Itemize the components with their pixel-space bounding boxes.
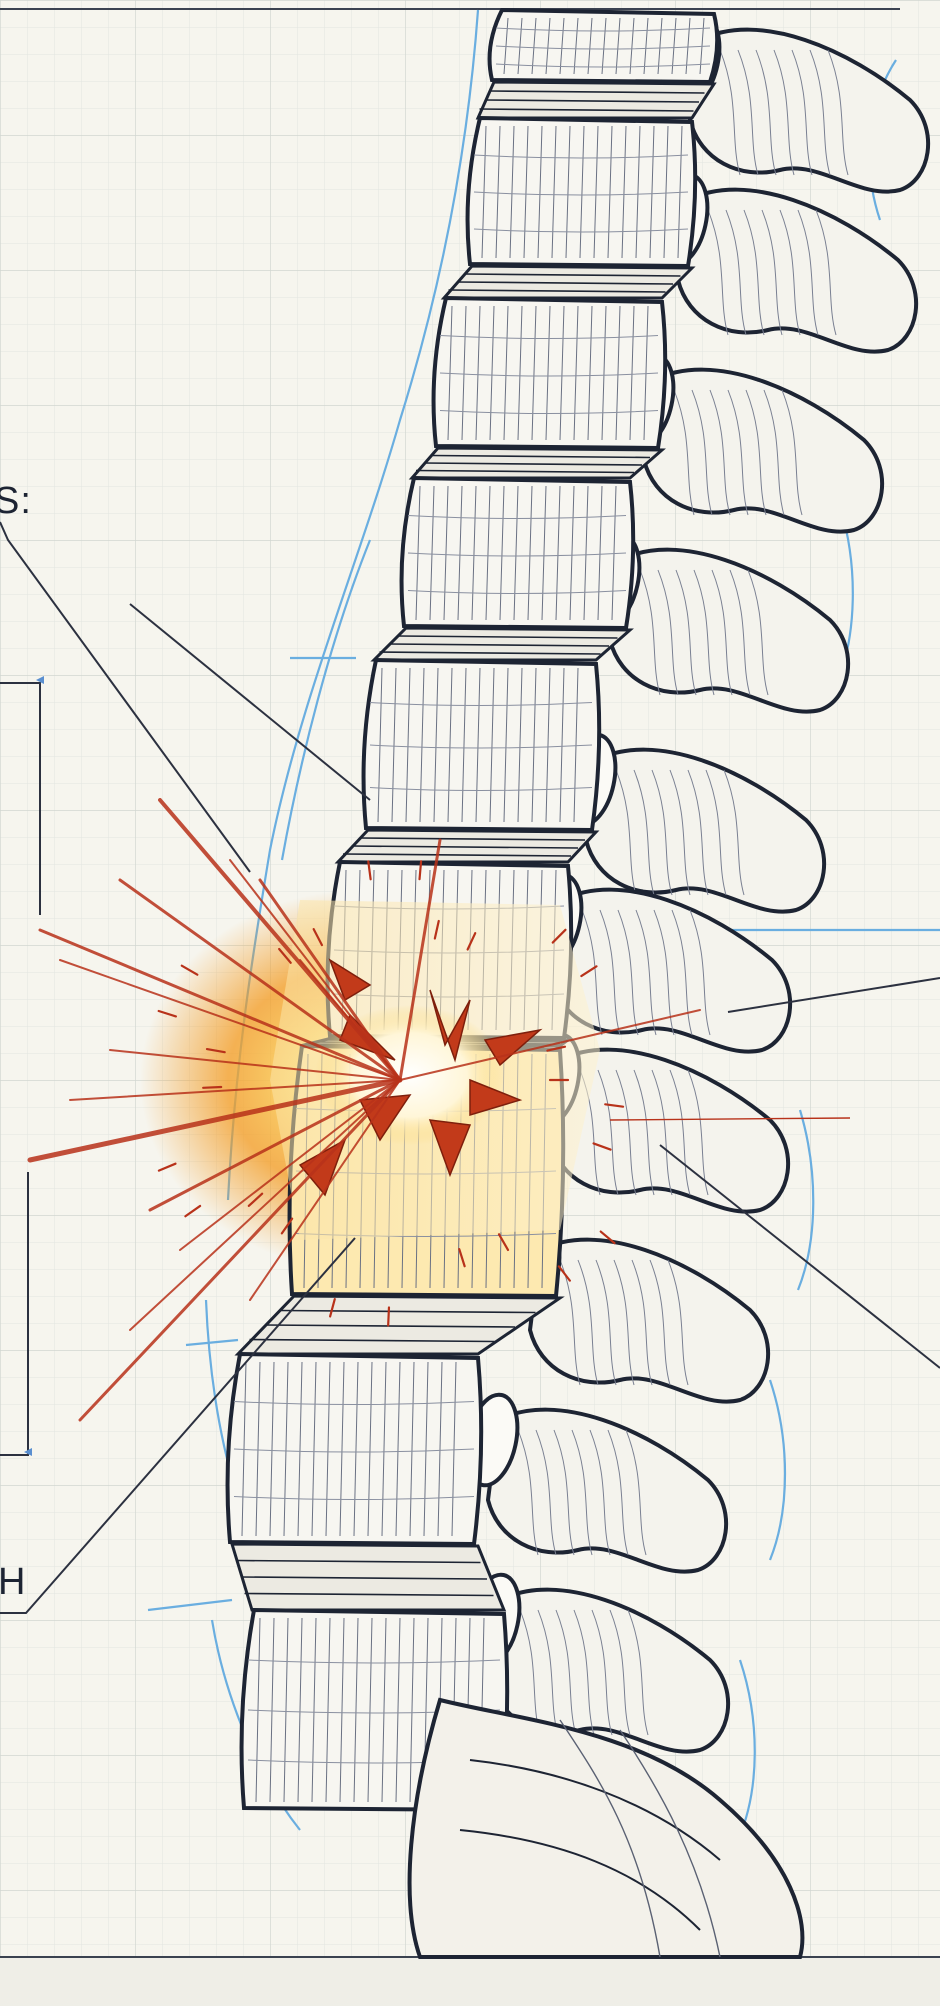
fracture-debris xyxy=(420,861,422,879)
vertebra-2 xyxy=(468,118,696,266)
fracture-debris xyxy=(388,1307,389,1325)
vertebra-8 xyxy=(228,1354,482,1544)
vertebra-1 xyxy=(490,10,718,82)
vertebra-5 xyxy=(364,660,600,830)
vertebra-3 xyxy=(434,298,666,448)
callout-label-top: S: xyxy=(0,482,32,520)
intervertebral-disc xyxy=(412,448,662,478)
intervertebral-disc xyxy=(338,830,596,862)
intervertebral-disc xyxy=(232,1544,504,1610)
fracture-debris xyxy=(203,1087,221,1088)
vertebra-4 xyxy=(402,478,634,628)
intervertebral-disc xyxy=(374,628,630,660)
intervertebral-disc xyxy=(444,266,692,298)
fracture-burst xyxy=(270,900,600,1240)
callout-label-bottom: H xyxy=(0,1563,26,1601)
bottom-strip xyxy=(0,1958,940,2006)
intervertebral-disc xyxy=(478,82,714,118)
